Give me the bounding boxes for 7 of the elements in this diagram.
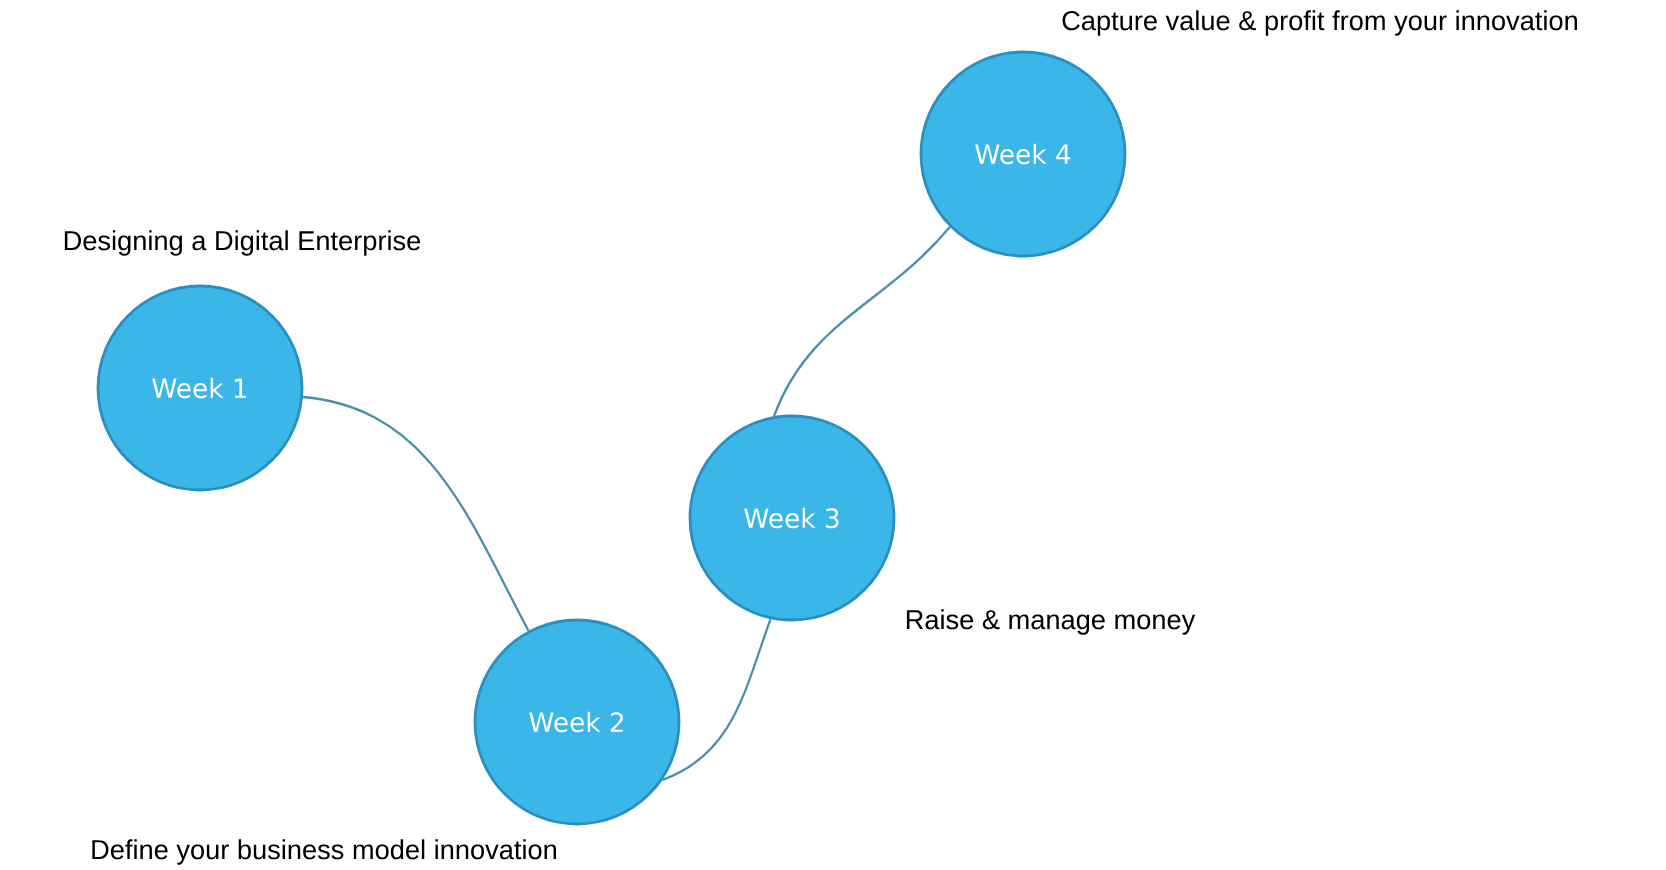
- connector-line: [302, 395, 530, 632]
- caption-text: Capture value & profit from your innovation: [1062, 10, 1577, 36]
- caption-text: Raise & manage money: [906, 609, 1196, 635]
- connector-line: [773, 226, 951, 417]
- caption-text: Designing a Digital Enterprise: [64, 230, 421, 256]
- connector-line: [662, 618, 772, 781]
- caption-text: Define your business model innovation: [92, 839, 556, 865]
